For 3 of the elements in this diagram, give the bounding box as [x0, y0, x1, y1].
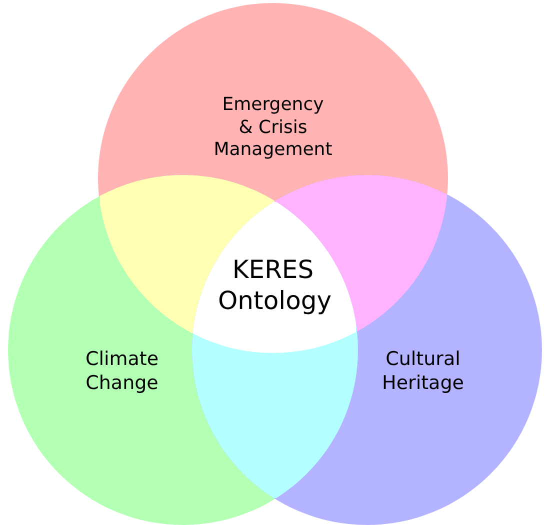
set-label: Climate Change	[84, 348, 160, 396]
set-label: Cultural Heritage	[381, 348, 465, 396]
set-label: Emergency & Crisis Management	[214, 94, 332, 162]
